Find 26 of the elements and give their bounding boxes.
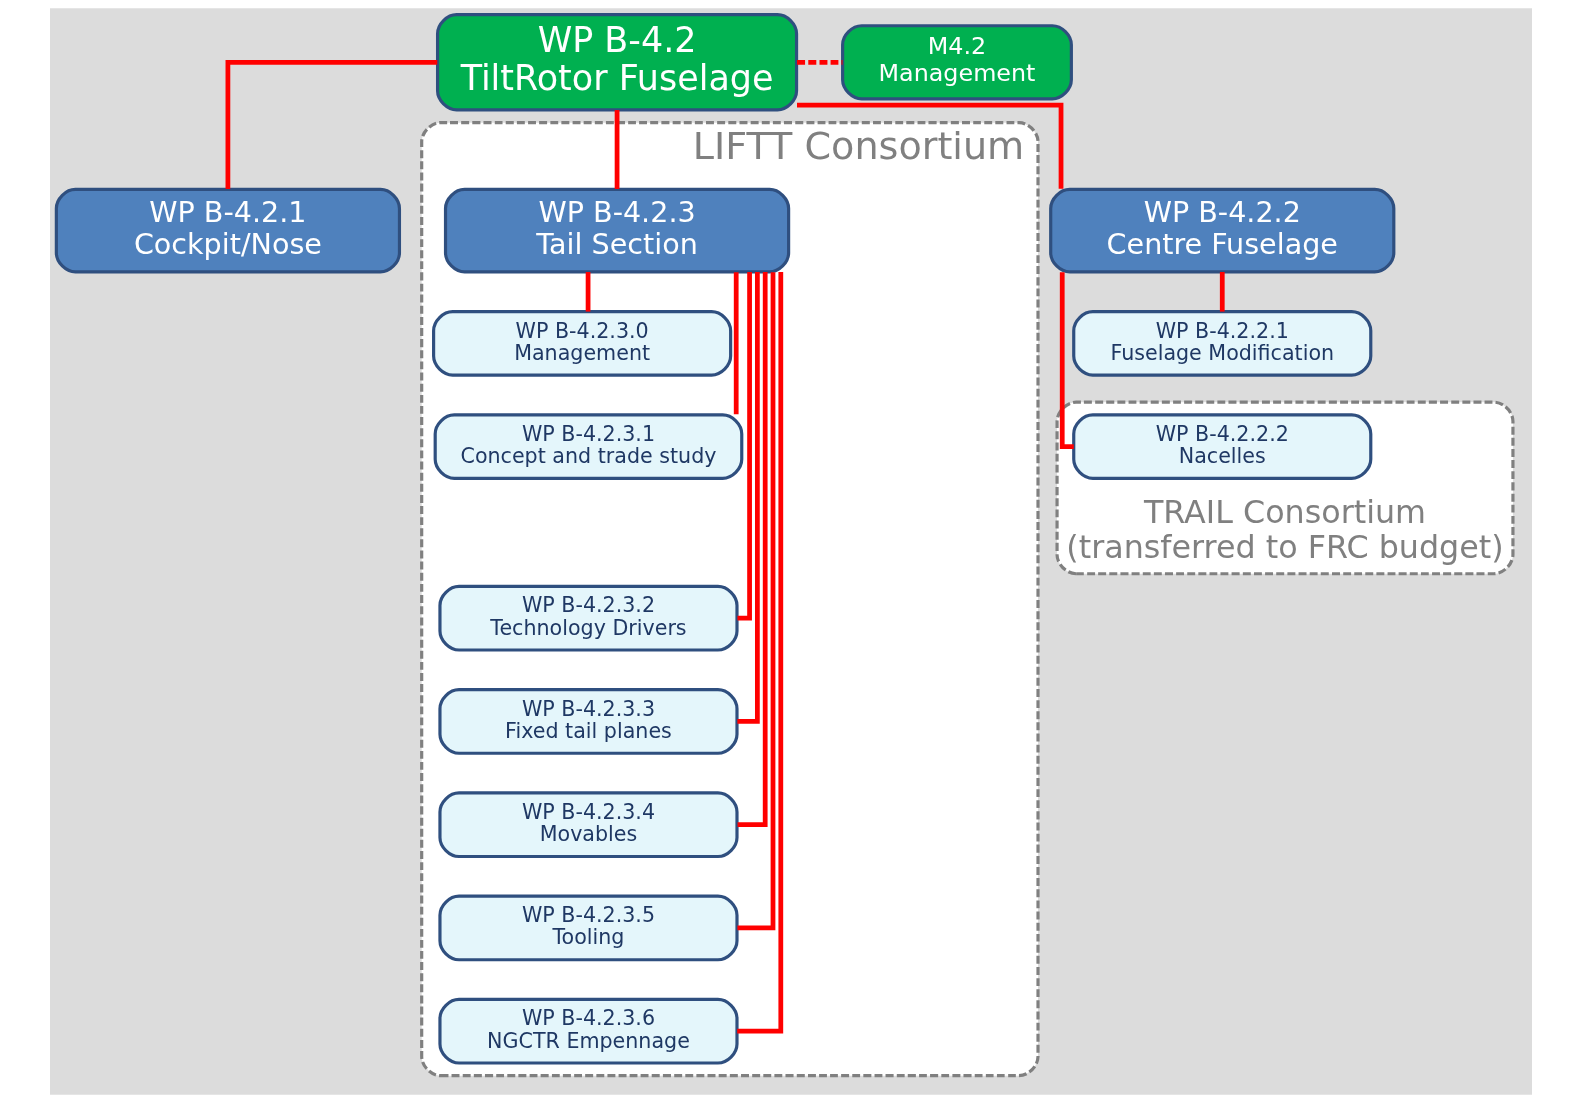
connector	[1219, 272, 1225, 312]
node-box: WP B-4.2 TiltRotor Fuselage	[435, 13, 798, 112]
connector	[796, 59, 842, 65]
connector	[736, 272, 752, 621]
connector	[585, 272, 590, 312]
connector	[736, 272, 775, 931]
node-box: WP B-4.2.3.5 Tooling	[437, 894, 739, 962]
connector	[225, 59, 437, 189]
node-box: WP B-4.2.3.6 NGCTR Empennage	[437, 997, 739, 1065]
connector	[733, 272, 739, 415]
node-box: WP B-4.2.3.0 Management	[431, 310, 732, 377]
connector	[736, 272, 783, 1034]
node-box: WP B-4.2.3.4 Movables	[437, 791, 739, 859]
node-box: WP B-4.2.3.3 Fixed tail planes	[437, 688, 739, 755]
node-box: M4.2 Management	[840, 24, 1073, 101]
connector	[1059, 272, 1074, 450]
connector	[614, 110, 619, 189]
node-box: WP B-4.2.2.1 Fuselage Modification	[1071, 310, 1372, 377]
connector	[796, 102, 1063, 189]
node-box: WP B-4.2.2.2 Nacelles	[1071, 413, 1372, 480]
node-box: WP B-4.2.3.2 Technology Drivers	[437, 584, 739, 652]
connector	[736, 272, 760, 724]
node-box: WP B-4.2.3 Tail Section	[443, 187, 790, 274]
node-box: WP B-4.2.3.1 Concept and trade study	[433, 413, 743, 480]
node-box: WP B-4.2.2 Centre Fuselage	[1048, 187, 1395, 274]
node-box: WP B-4.2.1 Cockpit/Nose	[54, 187, 401, 274]
